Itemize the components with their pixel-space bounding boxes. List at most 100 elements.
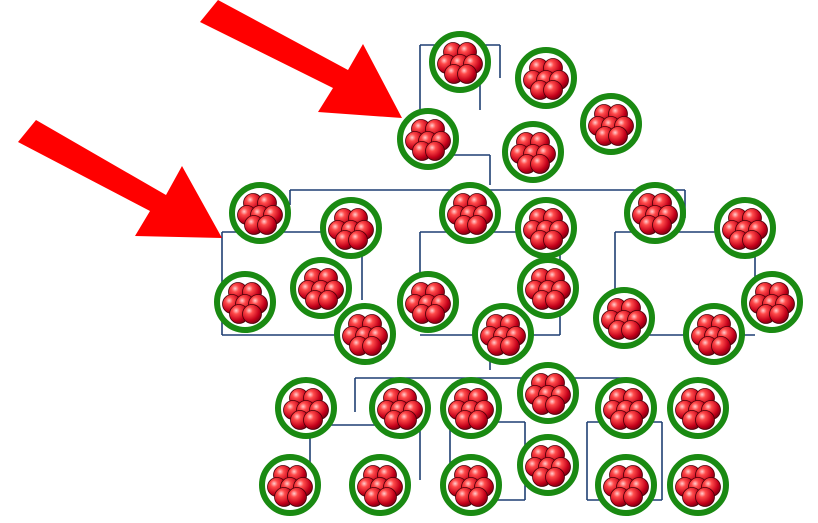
- cluster-node: [667, 377, 729, 439]
- node-ring: [683, 303, 745, 365]
- cluster-of-red-spheres-icon: [448, 465, 494, 507]
- node-ring: [320, 197, 382, 259]
- cluster-node: [624, 182, 686, 244]
- cluster-node: [517, 257, 579, 319]
- cluster-of-red-spheres-icon: [691, 314, 737, 356]
- node-ring: [472, 303, 534, 365]
- cluster-node: [683, 303, 745, 365]
- node-ring: [593, 287, 655, 349]
- node-ring: [595, 454, 657, 516]
- node-ring: [502, 121, 564, 183]
- cluster-of-red-spheres-icon: [298, 268, 344, 310]
- cluster-node: [214, 271, 276, 333]
- cluster-node: [595, 454, 657, 516]
- node-ring: [397, 271, 459, 333]
- cluster-of-red-spheres-icon: [437, 42, 483, 84]
- cluster-node: [667, 454, 729, 516]
- cluster-of-red-spheres-icon: [405, 119, 451, 161]
- cluster-of-red-spheres-icon: [603, 388, 649, 430]
- cluster-of-red-spheres-icon: [525, 373, 571, 415]
- cluster-node: [429, 31, 491, 93]
- cluster-node: [517, 362, 579, 424]
- cluster-of-red-spheres-icon: [525, 445, 571, 487]
- cluster-of-red-spheres-icon: [632, 193, 678, 235]
- cluster-node: [440, 454, 502, 516]
- cluster-node: [439, 182, 501, 244]
- node-ring: [515, 47, 577, 109]
- cluster-node: [397, 108, 459, 170]
- cluster-of-red-spheres-icon: [447, 193, 493, 235]
- node-ring: [214, 271, 276, 333]
- node-ring: [275, 377, 337, 439]
- cluster-node: [397, 271, 459, 333]
- cluster-of-red-spheres-icon: [377, 388, 423, 430]
- cluster-of-red-spheres-icon: [448, 388, 494, 430]
- cluster-node: [290, 257, 352, 319]
- node-ring: [517, 257, 579, 319]
- cluster-of-red-spheres-icon: [523, 208, 569, 250]
- node-ring: [624, 182, 686, 244]
- cluster-of-red-spheres-icon: [510, 132, 556, 174]
- cluster-node: [515, 197, 577, 259]
- node-ring: [667, 454, 729, 516]
- cluster-of-red-spheres-icon: [523, 58, 569, 100]
- node-ring: [439, 182, 501, 244]
- node-ring: [741, 271, 803, 333]
- cluster-of-red-spheres-icon: [675, 465, 721, 507]
- cluster-node: [593, 287, 655, 349]
- cluster-of-red-spheres-icon: [328, 208, 374, 250]
- arrow-pointer-upper: [200, 0, 402, 118]
- cluster-node: [320, 197, 382, 259]
- cluster-node: [259, 454, 321, 516]
- cluster-of-red-spheres-icon: [525, 268, 571, 310]
- cluster-node: [472, 303, 534, 365]
- cluster-node: [369, 377, 431, 439]
- cluster-node: [595, 377, 657, 439]
- node-ring: [517, 362, 579, 424]
- cluster-of-red-spheres-icon: [601, 298, 647, 340]
- node-ring: [229, 182, 291, 244]
- node-ring: [667, 377, 729, 439]
- cluster-node: [275, 377, 337, 439]
- cluster-nodes: [214, 31, 803, 516]
- cluster-node: [334, 303, 396, 365]
- cluster-of-red-spheres-icon: [480, 314, 526, 356]
- node-ring: [259, 454, 321, 516]
- node-ring: [369, 377, 431, 439]
- node-ring: [349, 454, 411, 516]
- cluster-of-red-spheres-icon: [405, 282, 451, 324]
- cluster-of-red-spheres-icon: [588, 104, 634, 146]
- cluster-node: [714, 197, 776, 259]
- cluster-of-red-spheres-icon: [222, 282, 268, 324]
- node-ring: [334, 303, 396, 365]
- node-ring: [429, 31, 491, 93]
- node-ring: [515, 197, 577, 259]
- node-ring: [440, 454, 502, 516]
- cluster-node: [502, 121, 564, 183]
- cluster-node: [349, 454, 411, 516]
- cluster-node: [229, 182, 291, 244]
- node-ring: [440, 377, 502, 439]
- cluster-node: [580, 93, 642, 155]
- cluster-of-red-spheres-icon: [267, 465, 313, 507]
- cluster-of-red-spheres-icon: [749, 282, 795, 324]
- node-ring: [517, 434, 579, 496]
- cluster-of-red-spheres-icon: [603, 465, 649, 507]
- node-ring: [397, 108, 459, 170]
- node-ring: [595, 377, 657, 439]
- node-ring: [714, 197, 776, 259]
- cluster-node: [440, 377, 502, 439]
- cluster-of-red-spheres-icon: [357, 465, 403, 507]
- cluster-of-red-spheres-icon: [722, 208, 768, 250]
- cluster-node: [741, 271, 803, 333]
- cluster-of-red-spheres-icon: [237, 193, 283, 235]
- cluster-of-red-spheres-icon: [675, 388, 721, 430]
- cluster-of-red-spheres-icon: [283, 388, 329, 430]
- node-ring: [580, 93, 642, 155]
- node-ring: [290, 257, 352, 319]
- cluster-node: [515, 47, 577, 109]
- cluster-of-red-spheres-icon: [342, 314, 388, 356]
- arrow-pointer-lower: [18, 120, 222, 238]
- cluster-node: [517, 434, 579, 496]
